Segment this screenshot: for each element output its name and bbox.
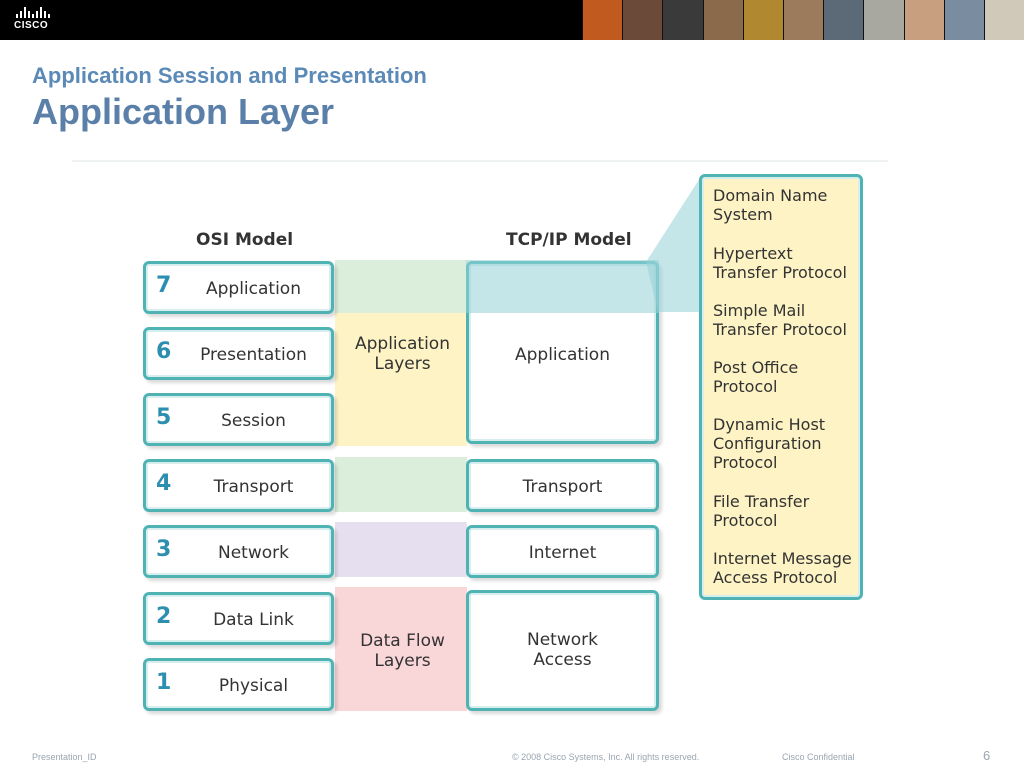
protocol-dhcp: Dynamic Host Configuration Protocol [713, 415, 863, 472]
osi-layer-name: Data Link [213, 610, 294, 630]
tcpip-layer-network-access: Network Access [466, 590, 659, 711]
osi-layer-number: 7 [156, 273, 172, 298]
callout-connector [646, 178, 700, 312]
data-flow-layers-line2: Layers [374, 651, 431, 671]
tcpip-layer-internet: Internet [466, 525, 659, 578]
protocol-line: Configuration [713, 434, 822, 453]
application-highlight [466, 260, 659, 313]
osi-layer-name: Application [206, 279, 301, 299]
protocol-imap: Internet Message Access Protocol [713, 549, 863, 587]
tcpip-layer-name: Internet [528, 543, 597, 563]
osi-layer-number: 1 [156, 670, 172, 695]
header-bar: CISCO [0, 0, 1024, 40]
protocol-line: File Transfer [713, 492, 810, 511]
header-photo-strip [582, 0, 1024, 40]
protocol-callout: Domain Name System Hypertext Transfer Pr… [699, 174, 863, 600]
osi-layer-4: 4 Transport [143, 459, 334, 512]
network-access-line1: Network [527, 630, 598, 650]
tcpip-layer-name: Transport [522, 477, 603, 497]
osi-layer-2: 2 Data Link [143, 592, 334, 645]
band-data-flow-layers [335, 587, 467, 711]
application-layers-line2: Layers [374, 354, 431, 374]
band-network [335, 522, 467, 577]
band-application-layers [335, 313, 467, 446]
osi-layer-7: 7 Application [143, 261, 334, 314]
footer-confidential: Cisco Confidential [782, 752, 855, 762]
osi-layer-number: 3 [156, 537, 172, 562]
network-access-line2: Access [533, 650, 592, 670]
osi-layer-1: 1 Physical [143, 658, 334, 711]
tcpip-layer-name: Application [515, 345, 610, 365]
protocol-line: Internet Message [713, 549, 852, 568]
protocol-line: Protocol [713, 377, 778, 396]
slide-subtitle: Application Session and Presentation [32, 63, 427, 88]
title-divider [72, 160, 888, 162]
protocol-line: System [713, 205, 773, 224]
protocol-smtp: Simple Mail Transfer Protocol [713, 301, 863, 339]
osi-layer-number: 6 [156, 339, 172, 364]
tcpip-layer-transport: Transport [466, 459, 659, 512]
footer-copyright: © 2008 Cisco Systems, Inc. All rights re… [512, 752, 700, 762]
protocol-line: Dynamic Host [713, 415, 826, 434]
protocol-http: Hypertext Transfer Protocol [713, 244, 863, 282]
logo-text: CISCO [14, 20, 49, 31]
tcpip-layer-name: Network Access [469, 630, 656, 670]
page-number: 6 [983, 748, 991, 763]
cisco-bars-icon [16, 6, 60, 18]
protocol-line: Protocol [713, 453, 778, 472]
protocol-line: Domain Name [713, 186, 828, 205]
callout-wedge [646, 178, 700, 312]
protocol-line: Access Protocol [713, 568, 838, 587]
osi-layer-name: Network [218, 543, 289, 563]
osi-layer-number: 5 [156, 405, 172, 430]
protocol-line: Transfer Protocol [713, 263, 847, 282]
protocol-line: Simple Mail [713, 301, 806, 320]
protocol-pop: Post Office Protocol [713, 358, 863, 396]
band-application [335, 260, 467, 313]
band-transport [335, 457, 467, 512]
osi-layer-name: Physical [218, 676, 289, 696]
protocol-line: Hypertext [713, 244, 793, 263]
application-layers-label: Application Layers [335, 334, 470, 374]
osi-layer-3: 3 Network [143, 525, 334, 578]
protocol-ftp: File Transfer Protocol [713, 492, 863, 530]
footer-presentation-id: Presentation_ID [32, 752, 97, 762]
protocol-line: Protocol [713, 511, 778, 530]
cisco-logo: CISCO [14, 6, 60, 34]
osi-model-heading: OSI Model [196, 230, 294, 250]
osi-layer-number: 4 [156, 471, 172, 496]
tcpip-model-heading: TCP/IP Model [506, 230, 632, 250]
protocol-line: Transfer Protocol [713, 320, 847, 339]
osi-layer-6: 6 Presentation [143, 327, 334, 380]
osi-layer-5: 5 Session [143, 393, 334, 446]
osi-layer-name: Session [221, 411, 286, 431]
osi-layer-name: Transport [213, 477, 294, 497]
slide-title: Application Layer [32, 91, 335, 132]
osi-layer-number: 2 [156, 604, 172, 629]
application-layers-line1: Application [355, 334, 450, 354]
protocol-dns: Domain Name System [713, 186, 863, 224]
protocol-line: Post Office [713, 358, 799, 377]
osi-layer-name: Presentation [200, 345, 307, 365]
data-flow-layers-label: Data Flow Layers [335, 631, 470, 671]
data-flow-layers-line1: Data Flow [360, 631, 445, 651]
